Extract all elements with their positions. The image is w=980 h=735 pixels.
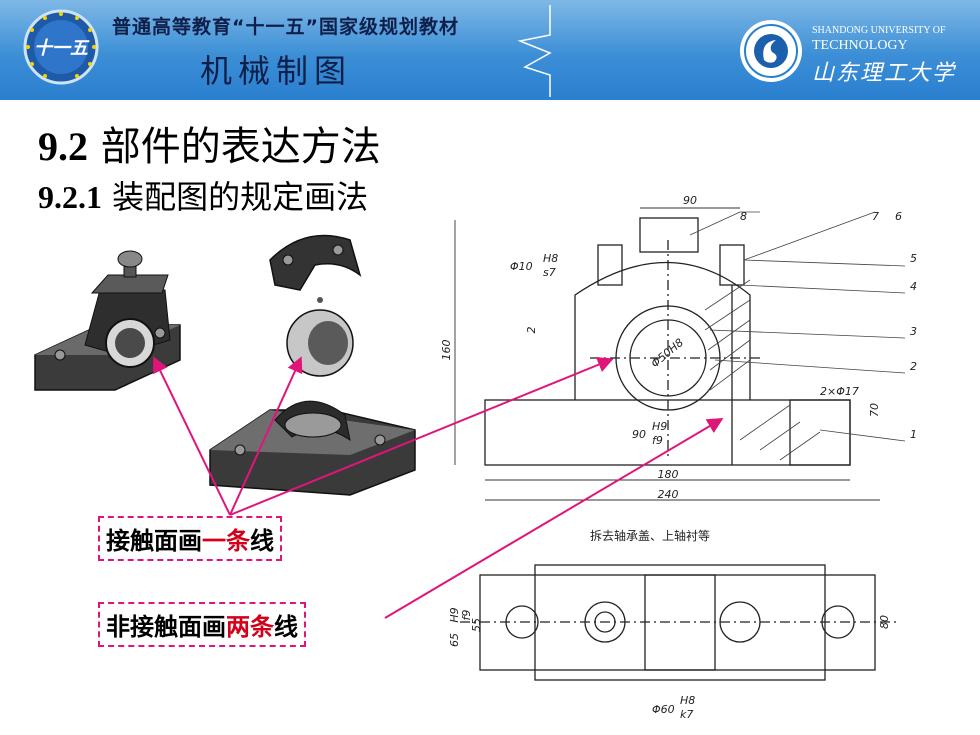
dim-240: 240 [658, 488, 679, 501]
university-name-en-line2: TECHNOLOGY [812, 38, 908, 53]
callout-contact-surface: 接触面画一条线 [98, 516, 282, 561]
dim-65: 65 [448, 633, 461, 647]
course-title: 机械制图 [200, 52, 353, 90]
base-lug [789, 399, 851, 466]
label-phi10-bottom: s7 [543, 266, 556, 279]
label-phi60: Φ60 [652, 703, 675, 716]
header-banner: 十一五 普通高等教育“十一五”国家级规划教材 机械制图 SHANDONG UNI… [0, 0, 980, 100]
callout-noncontact-highlight: 两条 [226, 613, 274, 641]
bearing-photo-illustration [34, 234, 416, 496]
view-note: 拆去轴承盖、上轴衬等 [590, 528, 710, 543]
dim-180: 180 [658, 468, 679, 481]
label-fit90-top: H9 [652, 420, 667, 433]
label-phi10-top: H8 [543, 252, 558, 265]
decorative-zigzag [517, 5, 552, 97]
subsection-title: 装配图的规定画法 [112, 178, 369, 216]
subsection-number: 9.2.1 [38, 179, 102, 215]
bolt-left [597, 244, 623, 286]
section-hatching [704, 279, 821, 461]
oil-cup [639, 217, 699, 253]
top-view [460, 564, 900, 681]
section-heading: 9.2 部件的表达方法 [38, 114, 381, 172]
part-number-2: 2 [910, 360, 917, 373]
dim-2: 2 [525, 327, 538, 334]
part-number-4: 4 [910, 280, 917, 293]
callout-contact-highlight: 一条 [202, 527, 250, 555]
subsection-heading: 9.2.1 装配图的规定画法 [38, 172, 368, 218]
callout-noncontact-surface: 非接触面画两条线 [98, 602, 306, 647]
dim-90-top: 90 [683, 194, 697, 207]
part-number-8: 8 [740, 210, 747, 223]
section-title: 部件的表达方法 [100, 124, 381, 170]
bolt-right [719, 244, 745, 286]
series-title: 普通高等教育“十一五”国家级规划教材 [112, 16, 459, 38]
callout-contact-pre: 接触面画 [106, 527, 202, 555]
university-name-cn: 山东理工大学 [812, 61, 957, 86]
label-hole-spec: 2×Φ17 [820, 385, 859, 398]
callout-contact-post: 线 [250, 527, 274, 555]
label-phi50: Φ50H8 [649, 336, 686, 370]
dim-80: 80 [878, 615, 891, 629]
dim-160: 160 [440, 340, 453, 361]
assembled-bearing [34, 250, 181, 391]
dim-55: 55 [470, 618, 483, 632]
body-outline [574, 261, 751, 400]
eleventh-five-year-logo: 十一五 [23, 9, 99, 85]
assembly-drawing: 90 160 180 240 70 2 Φ10 H8 s7 Φ50H8 90 H… [440, 194, 917, 721]
part-number-1: 1 [910, 428, 917, 441]
part-number-6: 6 [895, 210, 902, 223]
logo-left-text: 十一五 [34, 38, 90, 59]
university-name-en-line1: SHANDONG UNIVERSITY OF [812, 25, 946, 36]
dim-70: 70 [868, 403, 881, 417]
section-number: 9.2 [38, 124, 88, 169]
part-number-7: 7 [872, 210, 879, 223]
label-phi60-top: H8 [680, 694, 695, 707]
bushing-part [286, 297, 354, 377]
part-number-3: 3 [910, 325, 917, 338]
callout-noncontact-post: 线 [274, 613, 298, 641]
part-number-5: 5 [910, 252, 917, 265]
bearing-cap-part [269, 234, 362, 291]
label-phi60-bottom: k7 [680, 708, 693, 721]
bearing-base-part [209, 400, 416, 496]
university-emblem [740, 20, 802, 82]
label-fit90-bottom: f9 [652, 434, 663, 447]
label-fit90: 90 [632, 428, 646, 441]
callout-noncontact-pre: 非接触面画 [106, 613, 226, 641]
label-phi10: Φ10 [510, 260, 533, 273]
